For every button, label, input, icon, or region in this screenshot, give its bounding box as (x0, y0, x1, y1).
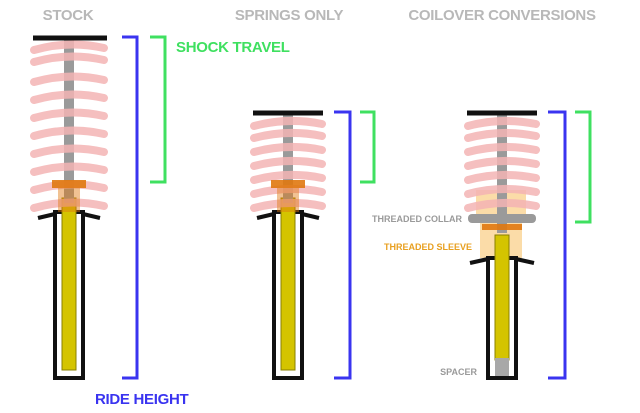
coilover-spacer (495, 358, 509, 376)
header-coilover-conversions: COILOVER CONVERSIONS (408, 7, 596, 24)
threaded-sleeve-label: THREADED SLEEVE (384, 242, 472, 252)
stock-ride-height-bracket (122, 35, 139, 380)
springs-only-mount-tabs (256, 212, 320, 220)
coilover-lower-seat (482, 224, 522, 230)
springs-only-perch-cup (277, 188, 299, 212)
threaded-collar-label: THREADED COLLAR (372, 214, 462, 224)
springs-only-lower-perch (271, 180, 305, 188)
springs-only-shock-assembly (250, 110, 326, 380)
coilover-mount-tabs (469, 257, 535, 265)
coilover-shock-assembly (464, 110, 540, 380)
coilover-shock-travel-bracket (575, 110, 592, 224)
stock-lower-perch (52, 180, 86, 188)
stock-shock-assembly (30, 35, 108, 380)
springs-only-shock-travel-bracket (360, 110, 376, 184)
shock-travel-label: SHOCK TRAVEL (176, 39, 290, 56)
coilover-ride-height-bracket (548, 110, 567, 380)
spacer-label: SPACER (440, 367, 477, 377)
stock-perch-cup (58, 188, 80, 212)
springs-only-spring (250, 116, 326, 212)
stock-piston-rod (64, 38, 74, 203)
header-springs-only: SPRINGS ONLY (235, 7, 344, 24)
ride-height-label: RIDE HEIGHT (95, 391, 189, 408)
coilover-threaded-collar (468, 214, 536, 223)
stock-mount-tabs (37, 212, 101, 220)
springs-only-shock-inner (280, 197, 296, 371)
stock-shock-travel-bracket (150, 35, 167, 184)
stock-shock-inner (61, 197, 77, 371)
coilover-shock-inner (494, 234, 510, 361)
header-stock: STOCK (43, 7, 94, 24)
coilover-spring (464, 116, 540, 212)
springs-only-ride-height-bracket (334, 110, 352, 380)
